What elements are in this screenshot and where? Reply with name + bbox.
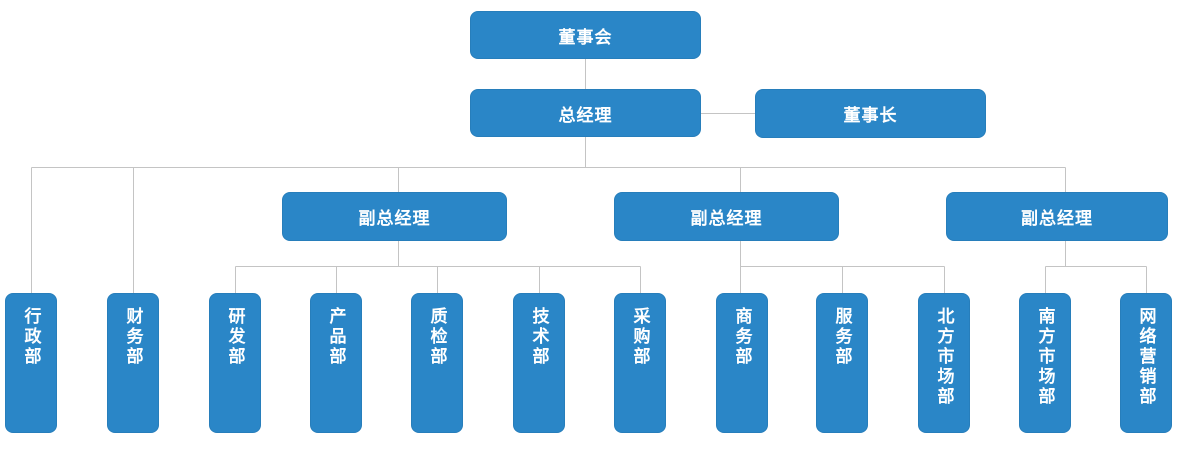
node-deputy-general-manager-1[interactable]: 副总经理 [282,192,507,241]
node-dept-online-marketing[interactable]: 网络营销部 [1120,293,1172,433]
node-dept-research-development[interactable]: 研发部 [209,293,261,433]
node-dept-finance[interactable]: 财务部 [107,293,159,433]
dept-label: 南方市场部 [1035,307,1055,407]
node-dept-product[interactable]: 产品部 [310,293,362,433]
node-dept-north-market[interactable]: 北方市场部 [918,293,970,433]
node-dept-technology[interactable]: 技术部 [513,293,565,433]
dept-label: 网络营销部 [1136,307,1156,407]
dept-label: 研发部 [225,307,245,367]
dept-label: 商务部 [732,307,752,367]
node-board-of-directors[interactable]: 董事会 [470,11,701,59]
dept-label: 北方市场部 [934,307,954,407]
node-dept-business[interactable]: 商务部 [716,293,768,433]
dept-label: 质检部 [427,307,447,367]
dept-label: 行政部 [21,307,41,367]
node-dept-service[interactable]: 服务部 [816,293,868,433]
node-deputy-general-manager-2[interactable]: 副总经理 [614,192,839,241]
dept-label: 产品部 [326,307,346,367]
dept-label: 财务部 [123,307,143,367]
node-deputy-general-manager-3[interactable]: 副总经理 [946,192,1168,241]
node-dept-quality-inspection[interactable]: 质检部 [411,293,463,433]
node-dept-procurement[interactable]: 采购部 [614,293,666,433]
dept-label: 技术部 [529,307,549,367]
dept-label: 服务部 [832,307,852,367]
node-chairman[interactable]: 董事长 [755,89,986,138]
node-dept-administration[interactable]: 行政部 [5,293,57,433]
node-dept-south-market[interactable]: 南方市场部 [1019,293,1071,433]
dept-label: 采购部 [630,307,650,367]
node-general-manager[interactable]: 总经理 [470,89,701,137]
